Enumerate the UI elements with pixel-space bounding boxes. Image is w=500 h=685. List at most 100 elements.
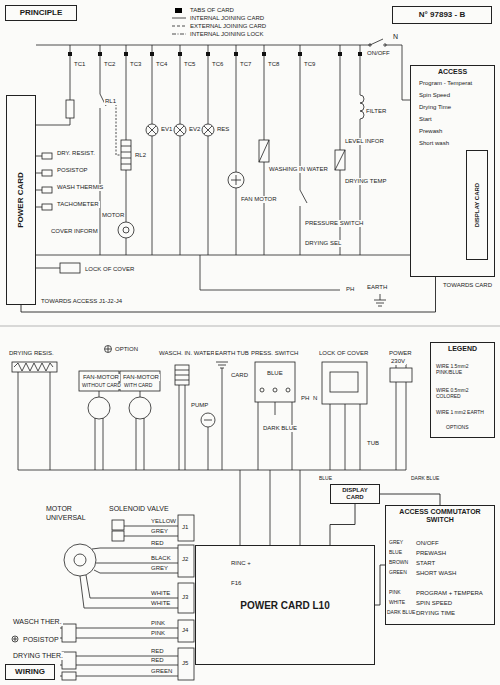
node-text: DISPLAY CARD [333,487,377,500]
part-label: DRYING RESIS. [8,350,55,357]
wiring-schematic [112,531,124,541]
principle-schematic [358,52,362,56]
wiring-schematic [273,388,277,392]
part-label: MOTOR [101,212,125,219]
principle-schematic [123,227,129,233]
part-label: WASH THERMIS [56,184,104,191]
principle-schematic [300,190,307,203]
part-label: RES [216,126,230,133]
part-label: WASCH THER. [12,618,63,626]
part-label: Spin Speed [418,92,451,99]
part-label: DRY. RESIST. [56,150,96,157]
principle-schematic [60,263,80,273]
principle-schematic [178,52,182,56]
principle-schematic [338,52,342,56]
part-label: SPIN SPEED [415,600,453,607]
legend-text: TABS OF CARD [190,7,234,14]
part-label: WHITE [150,590,171,597]
node-text: POWER CARD L10 [240,600,329,611]
node-box: POWER CARD L10 [195,545,375,665]
wiring-schematic [62,672,76,680]
wiring-schematic [330,404,360,470]
part-label: MOTOR [45,505,73,513]
node-box: DISPLAY CARD [466,150,488,260]
wiring-schematic [258,402,292,470]
part-label: RL1 [104,98,117,105]
part-label: BLUE [318,476,333,482]
part-label: TOWARDS ACCESS J1-J2-J4 [40,298,123,305]
part-label: N [392,33,399,41]
part-label: WITHOUT CARD [81,383,122,389]
wiring-schematic [60,628,178,676]
part-label: FILTER [365,108,387,115]
node-box: WIRING [5,664,55,680]
principle-schematic [121,140,131,170]
principle-schematic [106,100,121,155]
part-label: TC7 [239,61,252,68]
part-label: WHITE [150,600,171,607]
principle-schematic [97,94,103,108]
part-label: LEVEL INFOR [344,138,385,145]
part-label: WASHING IN WATER [268,166,329,173]
part-label: EARTH [366,284,388,291]
part-label: BLACK [150,555,172,562]
part-label: TC5 [183,61,196,68]
part-label: COVER INFORM [50,228,99,235]
part-label: EARTH TUB [214,350,250,357]
principle-schematic [259,140,269,162]
part-label: TC6 [211,61,224,68]
part-label: POSISTOP [56,167,89,174]
principle-schematic [42,170,52,176]
principle-schematic [172,34,186,35]
part-label: PINK [150,630,166,637]
principle-schematic [206,52,210,56]
part-label: EV1 [160,126,173,133]
part-label: DRYING THER. [12,652,64,660]
part-label: RL2 [134,152,147,159]
principle-schematic [335,150,345,170]
part-label: J4 [181,627,189,634]
part-label: SHORT WASH [415,570,457,577]
part-label: TC4 [155,61,168,68]
principle-schematic [356,95,364,119]
part-label: SOLENOID VALVE [108,505,170,513]
part-label: J1 [181,524,189,531]
part-label: GREY [388,540,404,546]
wiring-schematic [396,364,406,470]
wiring-schematic [18,470,406,545]
part-label: Program - Temperat [418,80,473,87]
node-text: PRINCIPLE [20,9,63,18]
part-label: DRYING TEMP [344,178,387,185]
part-label: POSISTOP [22,636,60,644]
part-label: UNIVERSAL [45,514,87,522]
legend-text: EXTERNAL JOINING CARD [190,23,266,30]
node-box: PRINCIPLE [5,5,77,21]
node-text: ACCESS [438,68,467,76]
principle-schematic [360,95,364,119]
part-label: DARK BLUE [386,610,416,616]
principle-schematic [36,268,60,269]
part-label: DRYING TIME [415,610,456,617]
principle-schematic [68,52,362,56]
legend-text: WIRE 0.5mm2 COLORED [436,388,492,400]
wiring-schematic [64,544,96,576]
principle-schematic [172,26,186,27]
principle-schematic [231,175,241,185]
principle-schematic [384,44,386,46]
principle-schematic [42,204,52,210]
part-label: WHITE [388,600,406,606]
principle-schematic [0,18,500,326]
legend-text: OPTIONS [446,425,469,431]
wiring-schematic [178,620,194,642]
part-label: EV2 [188,126,201,133]
part-label: WASCH. IN. WATER [158,350,216,357]
node-text: LEGEND [448,345,477,353]
principle-schematic [259,140,269,162]
part-label: DRYING SEL [304,240,342,247]
wiring-schematic [12,636,18,642]
part-label: GREY [150,528,169,535]
part-label: PINK [388,590,402,596]
principle-schematic [262,52,266,56]
part-label: PH [300,395,310,402]
part-label: OPTION [114,346,139,353]
